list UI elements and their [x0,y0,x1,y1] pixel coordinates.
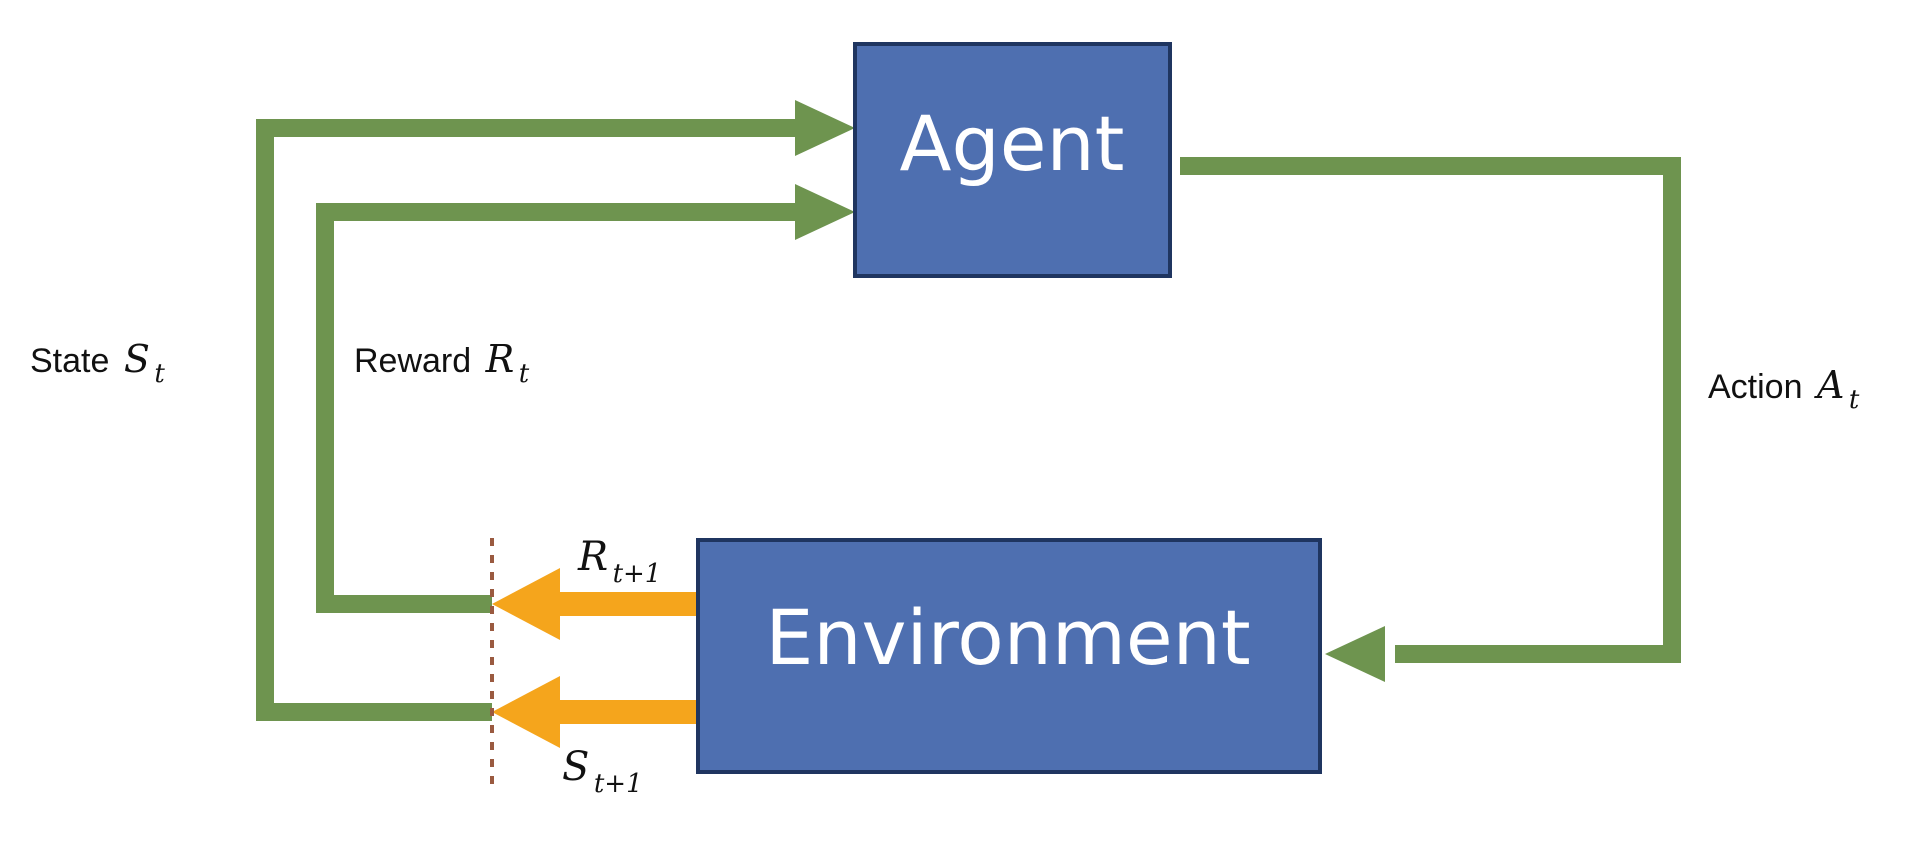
state-symbol: S [124,337,150,381]
agent-box [853,42,1172,278]
state-path-line [256,119,805,721]
environment-label: Environment [765,593,1250,682]
reward-symbol: R [485,337,515,381]
state-subscript: t [154,359,165,389]
action-symbol: A [1814,363,1844,407]
action-subscript: t [1849,385,1860,415]
reward-subscript: t [519,359,530,389]
reward-label-text: Reward [354,342,471,380]
next-state-subscript: t+1 [594,769,643,799]
action-path-line [1180,157,1681,663]
next-reward-subscript: t+1 [613,559,662,589]
next-state-label: S t+1 [562,744,643,799]
reward-arrowhead [795,184,855,240]
agent-label: Agent [900,99,1125,188]
reward-label: Reward R t [354,337,530,389]
next-reward-arrowhead [492,568,560,640]
action-label: Action A t [1708,363,1860,415]
state-label-text: State [30,342,109,380]
action-label-text: Action [1708,368,1803,406]
environment-box [696,538,1322,774]
reward-path-line [316,203,805,613]
action-arrowhead [1325,626,1385,682]
next-state-arrowhead [492,676,560,748]
state-arrowhead [795,100,855,156]
state-label: State S t [30,337,165,389]
next-reward-label: R t+1 [577,534,661,589]
next-reward-symbol: R [577,534,608,580]
next-state-symbol: S [562,744,589,790]
